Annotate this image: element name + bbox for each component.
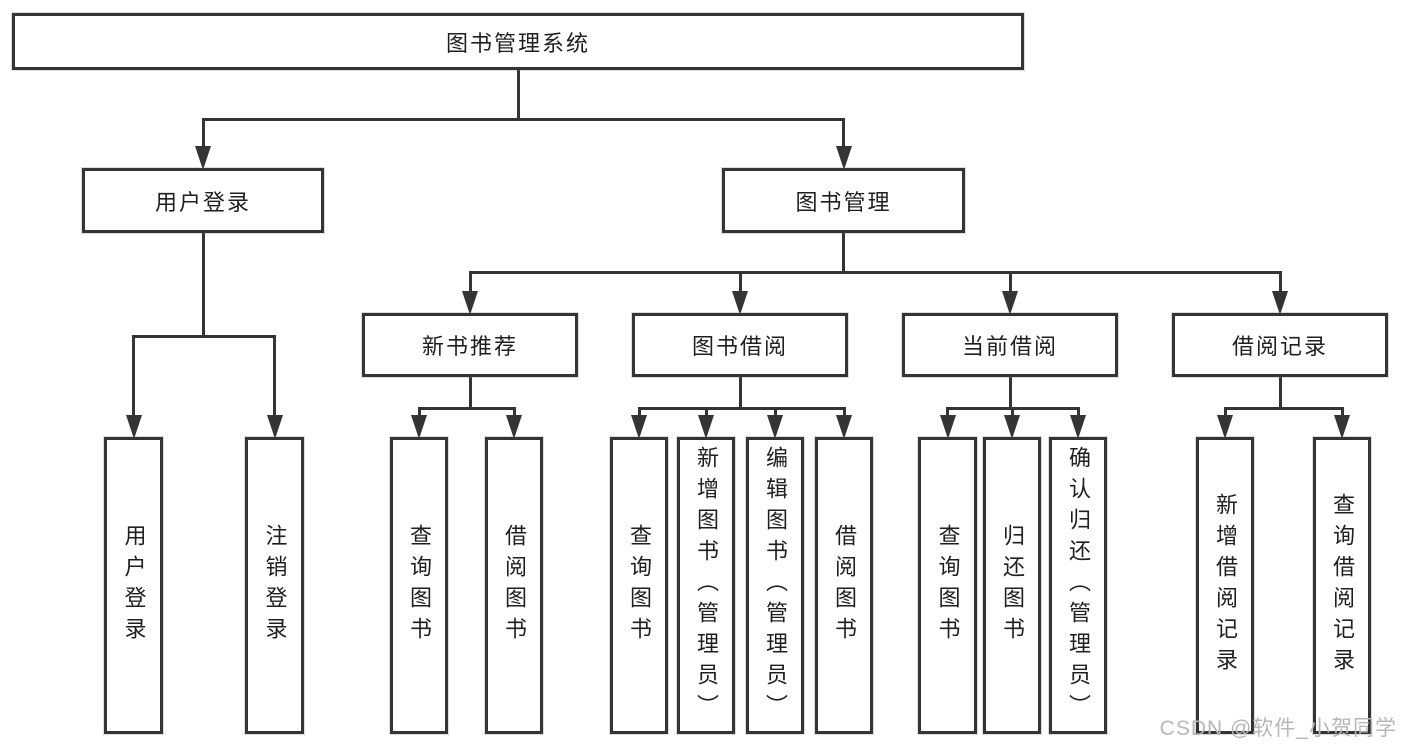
tree-node-nb-borrow: 借阅图书: [485, 437, 543, 734]
connector-line: [512, 408, 516, 417]
arrowhead-down-icon: [462, 291, 478, 315]
connector-line: [417, 408, 421, 417]
tree-node-root: 图书管理系统: [12, 13, 1024, 70]
tree-node-user-login: 用户登录: [82, 168, 324, 233]
tree-node-leaf-logout: 注销登录: [245, 437, 304, 734]
arrowhead-down-icon: [411, 415, 427, 439]
tree-node-bb-borrow: 借阅图书: [815, 437, 873, 734]
tree-node-cb-return: 归还图书: [983, 437, 1041, 734]
connector-line: [273, 336, 276, 417]
arrowhead-down-icon: [1334, 415, 1350, 439]
tree-node-br-add: 新增借阅记录: [1196, 437, 1254, 734]
arrowhead-down-icon: [506, 415, 522, 439]
tree-node-cb-confirm: 确认归还（管理员）: [1049, 437, 1107, 734]
arrowhead-down-icon: [1002, 291, 1018, 315]
tree-node-cb-query: 查询图书: [918, 437, 977, 734]
connector-line: [738, 377, 742, 410]
tree-node-nb-query: 查询图书: [390, 437, 448, 734]
arrowhead-down-icon: [767, 415, 783, 439]
csdn-watermark: CSDN @软件_小贺同学: [1159, 717, 1397, 740]
connector-line: [738, 272, 742, 293]
connector-line: [516, 70, 520, 121]
arrowhead-down-icon: [266, 415, 283, 439]
connector-line: [1278, 377, 1282, 410]
tree-node-leaf-user-login: 用户登录: [104, 437, 163, 734]
tree-node-br-query: 查询借阅记录: [1313, 437, 1371, 734]
connector-line: [842, 233, 845, 274]
connector-line: [201, 119, 205, 148]
connector-line: [417, 406, 516, 410]
connector-line: [1076, 408, 1080, 417]
connector-line: [1008, 272, 1012, 293]
arrowhead-down-icon: [698, 415, 714, 439]
arrowhead-down-icon: [125, 415, 142, 439]
connector-line: [201, 117, 845, 121]
connector-line: [468, 270, 1282, 274]
connector-line: [468, 272, 472, 293]
connector-line: [1008, 377, 1012, 410]
connector-line: [132, 336, 135, 417]
connector-line: [842, 119, 845, 148]
arrowhead-down-icon: [1070, 415, 1086, 439]
connector-line: [1223, 406, 1344, 410]
arrowhead-down-icon: [1004, 415, 1020, 439]
tree-node-bb-query: 查询图书: [610, 437, 668, 734]
tree-node-bb-edit: 编辑图书（管理员）: [746, 437, 804, 734]
arrowhead-down-icon: [939, 415, 956, 439]
arrowhead-down-icon: [1217, 415, 1233, 439]
connector-line: [201, 233, 205, 338]
connector-line: [1223, 408, 1227, 417]
connector-line: [1340, 408, 1344, 417]
tree-node-bb-add: 新增图书（管理员）: [677, 437, 735, 734]
arrowhead-down-icon: [195, 146, 211, 170]
connector-line: [773, 408, 777, 417]
tree-node-book-mgmt: 图书管理: [722, 168, 965, 233]
connector-line: [842, 408, 846, 417]
tree-node-new-book: 新书推荐: [362, 313, 578, 377]
connector-line: [946, 408, 949, 417]
connector-line: [1010, 408, 1014, 417]
connector-line: [1278, 272, 1282, 293]
connector-line: [132, 334, 276, 338]
arrowhead-down-icon: [631, 415, 647, 439]
arrowhead-down-icon: [836, 415, 852, 439]
arrowhead-down-icon: [835, 146, 852, 170]
connector-line: [637, 406, 846, 410]
tree-node-current-borrow: 当前借阅: [902, 313, 1118, 377]
tree-node-book-borrow: 图书借阅: [632, 313, 848, 377]
arrowhead-down-icon: [1272, 291, 1288, 315]
tree-node-borrow-records: 借阅记录: [1172, 313, 1388, 377]
connector-line: [468, 377, 472, 410]
connector-line: [704, 408, 708, 417]
arrowhead-down-icon: [732, 291, 748, 315]
connector-line: [637, 408, 641, 417]
